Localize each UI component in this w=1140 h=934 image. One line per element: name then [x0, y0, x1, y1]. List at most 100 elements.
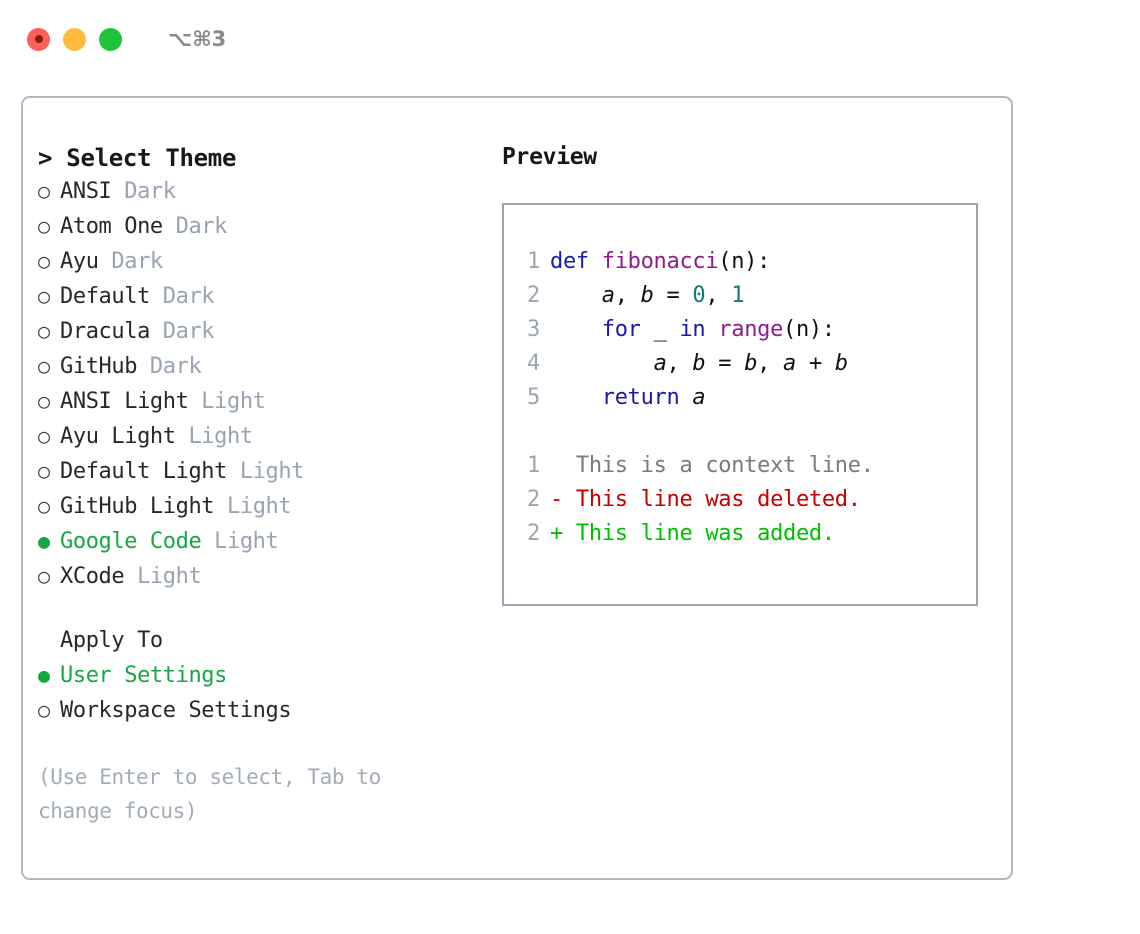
theme-kind-label: Light [227, 459, 305, 484]
theme-kind-label: Light [175, 424, 253, 449]
radio-unselected-icon: ○ [38, 494, 50, 518]
diff-line-content: This line was added. [562, 521, 835, 546]
close-window-button[interactable] [27, 27, 50, 51]
code-token-plain: _ [640, 317, 680, 342]
code-token-plain: , [757, 351, 784, 376]
diff-line-number: 1 [527, 453, 540, 478]
apply-to-heading: Apply To [60, 628, 163, 653]
diff-line: 2 + This line was added. [504, 517, 976, 551]
theme-name-label: ANSI Light [60, 389, 189, 414]
radio-unselected-icon: ○ [38, 319, 50, 343]
code-token-plain: (n): [783, 317, 835, 342]
code-token-num: 1 [731, 283, 745, 308]
code-token-plain: = [705, 351, 745, 376]
theme-name-label: XCode [60, 564, 125, 589]
code-line-number: 1 [527, 249, 540, 274]
radio-unselected-icon: ○ [38, 698, 50, 722]
code-token-num: 0 [692, 283, 706, 308]
code-token-plain: + [796, 351, 835, 376]
code-token-plain: = [653, 283, 693, 308]
diff-line-content: This line was deleted. [562, 487, 861, 512]
radio-selected-icon: ● [38, 529, 50, 553]
code-token-kw: def [550, 249, 602, 274]
radio-unselected-icon: ○ [38, 179, 50, 203]
minimize-window-button[interactable] [63, 27, 86, 51]
code-line-content: return a [550, 381, 706, 415]
code-token-plain [550, 283, 602, 308]
code-line: 3 for _ in range(n): [504, 313, 976, 347]
code-token-plain: , [614, 283, 641, 308]
code-line-content: a, b = b, a + b [550, 347, 849, 381]
theme-list-item[interactable]: ○XCode Light [38, 559, 468, 594]
diff-line: 1 This is a context line. [504, 449, 976, 483]
traffic-light-group [27, 27, 122, 51]
theme-kind-label: Dark [149, 284, 215, 309]
apply-to-option[interactable]: ○ Workspace Settings [38, 693, 468, 728]
theme-name-label: Atom One [60, 214, 163, 239]
apply-to-options[interactable]: ● User Settings ○ Workspace Settings [38, 658, 468, 728]
theme-list[interactable]: ○ANSI Dark○Atom One Dark○Ayu Dark○Defaul… [38, 174, 468, 594]
code-token-var: b [834, 351, 848, 376]
theme-list-item[interactable]: ○Atom One Dark [38, 209, 468, 244]
radio-unselected-icon: ○ [38, 214, 50, 238]
theme-list-item[interactable]: ○ Ayu Dark [38, 244, 468, 279]
theme-list-item[interactable]: ○Dracula Dark [38, 314, 468, 349]
code-token-kw: in [679, 317, 706, 342]
theme-name-label: Default Light [60, 459, 227, 484]
diff-marker: + [550, 521, 563, 546]
keyboard-hint-text: (Use Enter to select, Tab to change focu… [38, 765, 381, 823]
theme-kind-label: Dark [111, 179, 176, 204]
code-token-plain [550, 317, 602, 342]
code-token-plain: (n): [718, 249, 771, 274]
theme-list-item[interactable]: ○Default Dark [38, 279, 468, 314]
theme-list-item[interactable]: ○ Default Light Light [38, 454, 468, 489]
code-token-var: b [744, 351, 758, 376]
theme-kind-label: Light [188, 389, 266, 414]
diff-marker: - [550, 487, 563, 512]
theme-list-item[interactable]: ○GitHub Dark [38, 349, 468, 384]
theme-kind-label: Dark [137, 354, 202, 379]
theme-name-label: Ayu [60, 249, 99, 274]
radio-unselected-icon: ○ [38, 284, 50, 308]
theme-list-item[interactable]: ○GitHub Light Light [38, 489, 468, 524]
radio-selected-icon: ● [38, 663, 50, 687]
diff-marker [550, 449, 563, 483]
theme-name-label: Ayu Light [60, 424, 176, 449]
apply-to-option-label: User Settings [60, 663, 227, 688]
window-title-bar: ⌥⌘3 [0, 0, 1140, 78]
code-token-plain [705, 317, 718, 342]
code-token-plain: , [705, 283, 732, 308]
preview-spacer [504, 415, 976, 449]
radio-unselected-icon: ○ [38, 249, 50, 273]
preview-heading: Preview [502, 144, 597, 170]
theme-kind-label: Dark [98, 249, 163, 274]
radio-unselected-icon: ○ [38, 459, 50, 483]
code-token-fn: range [718, 317, 784, 342]
theme-list-item[interactable]: ●Google Code Light [38, 524, 468, 559]
diff-line: 2- This line was deleted. [504, 483, 976, 517]
code-token-plain [550, 385, 602, 410]
maximize-window-button[interactable] [99, 27, 122, 51]
theme-list-item[interactable]: ○Ayu Light Light [38, 419, 468, 454]
code-line: 5 return a [504, 381, 976, 415]
keyboard-shortcut-label: ⌥⌘3 [168, 27, 227, 51]
theme-list-item[interactable]: ○ANSI Light Light [38, 384, 468, 419]
code-token-plain: , [666, 351, 693, 376]
radio-unselected-icon: ○ [38, 354, 50, 378]
theme-list-item[interactable]: ○ANSI Dark [38, 174, 468, 209]
apply-to-option[interactable]: ● User Settings [38, 658, 468, 693]
code-line: 4 a, b = b, a + b [504, 347, 976, 381]
diff-line-number: 2 [527, 521, 540, 546]
diff-line-content: This is a context line. [562, 453, 874, 478]
apply-to-option-label: Workspace Settings [60, 698, 292, 723]
theme-kind-label: Light [201, 529, 279, 554]
code-line-number: 5 [527, 385, 540, 410]
code-token-plain [679, 385, 692, 410]
code-token-var: b [640, 283, 654, 308]
code-token-var: a [692, 385, 706, 410]
radio-unselected-icon: ○ [38, 564, 50, 588]
code-line: 2 a, b = 0, 1 [504, 279, 976, 313]
